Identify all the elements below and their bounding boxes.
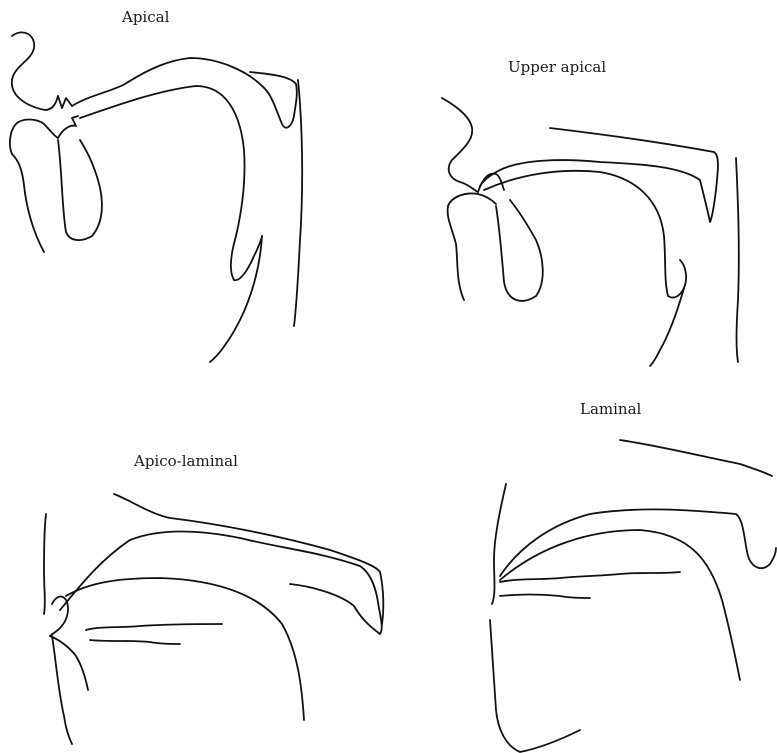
- laminal-fissure-lower: [500, 595, 590, 599]
- laminal-tract-diagram: [490, 440, 776, 752]
- upper-apical-tract-diagram: [442, 98, 739, 366]
- apico-laminal-tract-diagram: [44, 494, 383, 744]
- apical-lower-lip: [10, 120, 58, 253]
- apico-laminal-upper-tongue: [60, 532, 382, 635]
- apico-laminal-lower-lip: [52, 636, 72, 744]
- apico-laminal-fissure-lower: [90, 640, 180, 644]
- apical-pharynx-wall: [294, 80, 302, 326]
- apical-upper-lip: [12, 32, 58, 110]
- apico-laminal-tongue-body: [66, 578, 304, 720]
- upper-apical-larynx: [650, 288, 684, 366]
- upper-apical-tongue-body: [484, 171, 686, 298]
- apical-palate: [72, 58, 297, 128]
- upper-apical-pharynx-wall: [736, 158, 739, 362]
- apico-laminal-palate: [114, 494, 383, 624]
- laminal-palate: [500, 509, 776, 576]
- upper-apical-lower-tongue: [496, 200, 543, 301]
- apical-tongue-tip: [58, 116, 78, 138]
- apico-laminal-upper-lip: [44, 514, 46, 614]
- laminal-lower-lip: [490, 620, 580, 752]
- laminal-fissure-upper: [500, 572, 680, 582]
- apical-upper-teeth: [58, 96, 72, 108]
- upper-apical-lower-lip: [448, 194, 496, 301]
- apical-tract-diagram: [10, 32, 302, 362]
- apico-laminal-fissure: [86, 624, 222, 630]
- apical-lower-tongue: [58, 140, 102, 240]
- apical-tongue-body: [80, 86, 262, 280]
- laminal-upper-lip: [492, 484, 506, 604]
- upper-apical-upper-lip: [442, 98, 478, 192]
- laminal-tongue-body: [500, 530, 740, 680]
- laminal-upper-roof: [620, 440, 772, 476]
